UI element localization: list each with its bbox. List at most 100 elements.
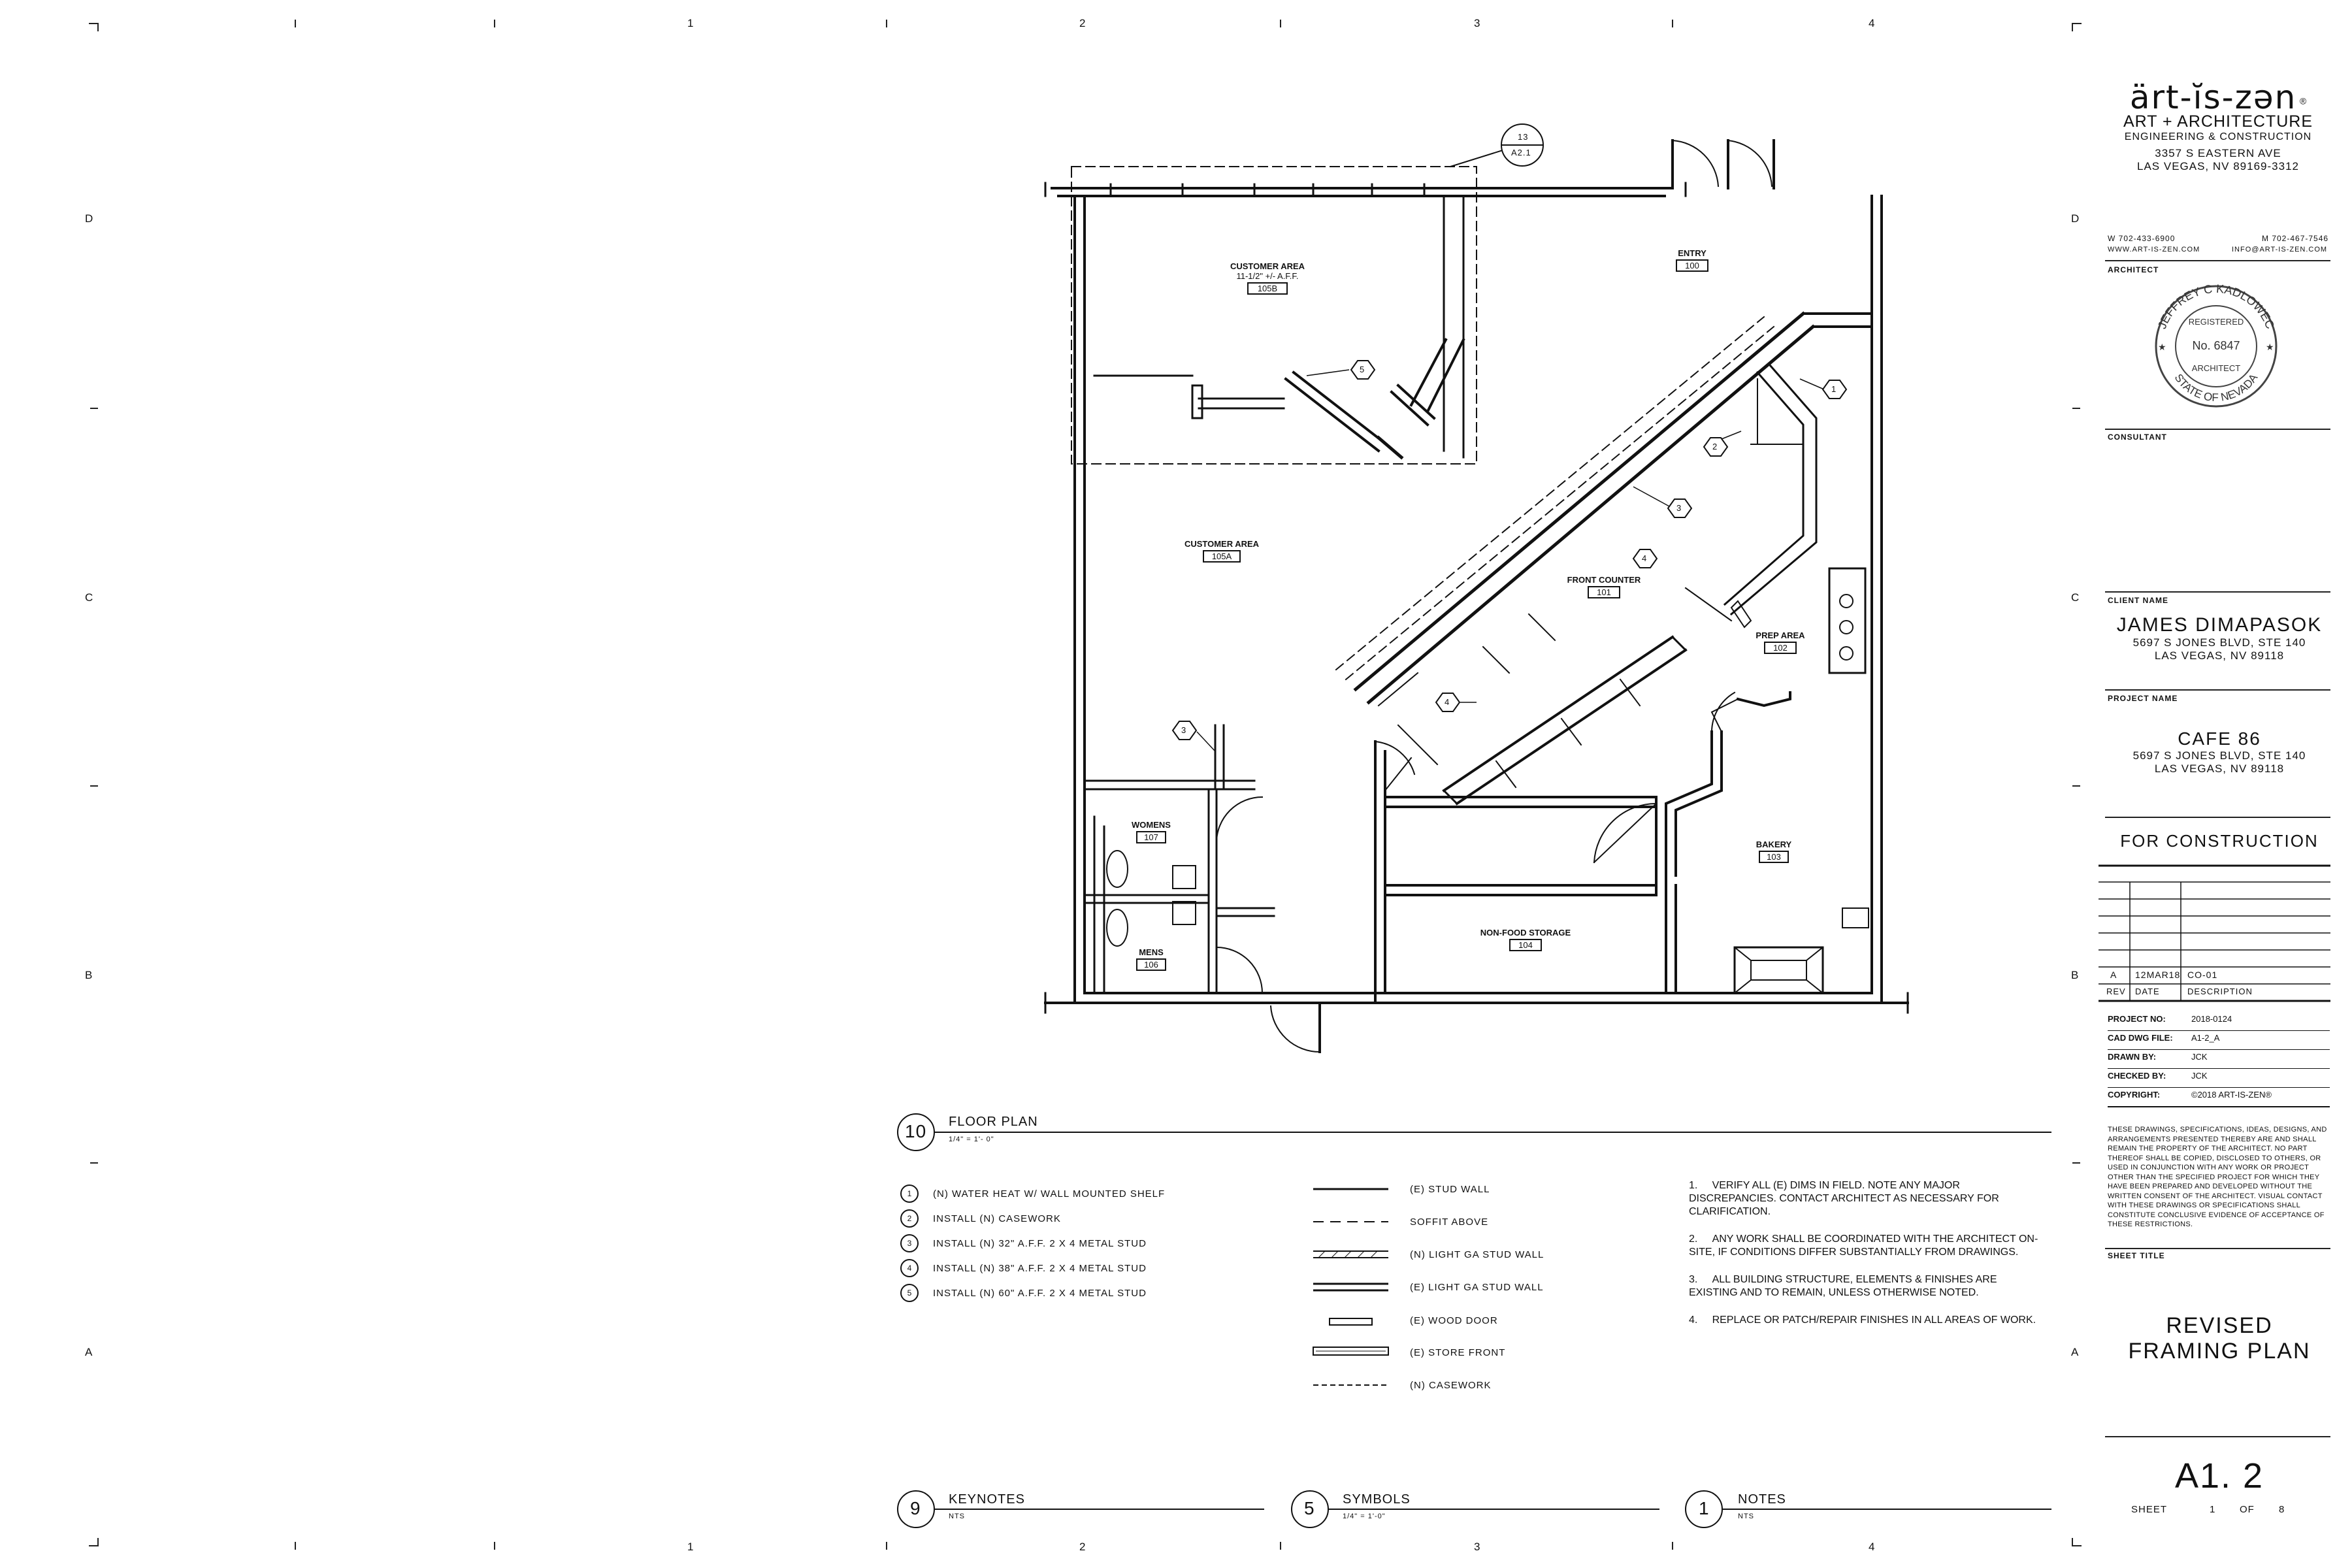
client-block: JAMES DIMAPASOK 5697 S JONES BLVD, STE 1… <box>2105 614 2334 662</box>
info-label: DRAWN BY: <box>2108 1052 2157 1062</box>
firm-address-2: LAS VEGAS, NV 89169-3312 <box>2137 160 2299 172</box>
info-value: JCK <box>2191 1071 2208 1081</box>
note-item: 2. ANY WORK SHALL BE COORDINATED WITH TH… <box>1689 1233 2042 1259</box>
keynote-number: 1 <box>900 1184 919 1203</box>
project-block: CAFE 86 5697 S JONES BLVD, STE 140 LAS V… <box>2105 728 2334 776</box>
keynote-item: 3 INSTALL (N) 32" A.F.F. 2 X 4 METAL STU… <box>900 1231 1165 1256</box>
divider <box>2105 260 2330 261</box>
section-ref-number: 13 <box>1518 132 1529 142</box>
info-value: ©2018 ART-IS-ZEN® <box>2191 1090 2272 1100</box>
hex-tag-label: 4 <box>1642 553 1648 563</box>
note-item: 1. VERIFY ALL (E) DIMS IN FIELD. NOTE AN… <box>1689 1179 2042 1218</box>
firm-email: INFO@ART-IS-ZEN.COM <box>2232 246 2328 253</box>
architect-label: ARCHITECT <box>2108 265 2159 274</box>
grid-top-4: 4 <box>1869 17 1876 29</box>
room-104: NON-FOOD STORAGE 104 <box>1457 928 1594 951</box>
hex-tag-label: 1 <box>1831 384 1837 394</box>
room-name: BAKERY <box>1756 840 1792 849</box>
exterior-wall-left <box>1073 195 1086 1004</box>
firm-phone-m: M 702-467-7546 <box>2262 234 2329 243</box>
firm-logo: ärt-ĭs-zən <box>2129 78 2297 116</box>
hex-tag <box>1435 693 1461 712</box>
room-tag: 102 <box>1764 642 1797 654</box>
sheet-total: 8 <box>2279 1504 2285 1515</box>
consultant-label: CONSULTANT <box>2108 433 2167 442</box>
room-tag: 105A <box>1202 550 1241 563</box>
note-text: ALL BUILDING STRUCTURE, ELEMENTS & FINIS… <box>1689 1274 1997 1298</box>
hex-tag <box>1350 360 1376 380</box>
revision-letter: A <box>2110 970 2117 980</box>
grid-right-c: C <box>2071 591 2080 604</box>
hex-tag <box>1821 380 1848 399</box>
revision-header-date: DATE <box>2135 987 2160 996</box>
keynote-number: 2 <box>900 1209 919 1228</box>
grid-bottom-3: 3 <box>1474 1541 1481 1553</box>
room-name: PREP AREA <box>1756 630 1805 640</box>
note-number: 2. <box>1689 1233 1698 1245</box>
floor-plan-view-number: 10 <box>905 1121 927 1141</box>
firm-logo-registered: ® <box>2299 95 2307 106</box>
note-item: 4. REPLACE OR PATCH/REPAIR FINISHES IN A… <box>1689 1314 2042 1327</box>
firm-address-1: 3357 S EASTERN AVE <box>2155 147 2281 159</box>
room-tag: 106 <box>1136 958 1166 971</box>
seal-number: No. 6847 <box>2192 339 2240 352</box>
seal-architect: ARCHITECT <box>2192 363 2240 373</box>
firm-logo-block: ärt-ĭs-zən ® ART + ARCHITECTURE ENGINEER… <box>2100 78 2336 173</box>
keynote-item: 1 (N) WATER HEAT W/ WALL MOUNTED SHELF <box>900 1181 1165 1206</box>
room-tag: 103 <box>1759 851 1789 863</box>
info-label: COPYRIGHT: <box>2108 1090 2161 1100</box>
info-row: DRAWN BY: JCK <box>2108 1050 2330 1069</box>
revision-description: CO-01 <box>2187 970 2218 980</box>
room-name: CUSTOMER AREA <box>1184 539 1260 549</box>
notes-view-scale: NTS <box>1738 1512 1754 1520</box>
keynote-text: INSTALL (N) 38" A.F.F. 2 X 4 METAL STUD <box>933 1262 1147 1274</box>
sheet-number: A1. 2 <box>2174 1456 2264 1495</box>
divider <box>2105 817 2330 818</box>
keynote-number: 3 <box>900 1234 919 1252</box>
project-address-1: 5697 S JONES BLVD, STE 140 <box>2132 749 2306 762</box>
project-name: CAFE 86 <box>2178 728 2261 749</box>
info-value: A1-2_A <box>2191 1033 2220 1043</box>
room-103: BAKERY 103 <box>1738 840 1810 863</box>
symbol-label-wood-door: (E) WOOD DOOR <box>1410 1315 1498 1326</box>
hex-tag-label: 5 <box>1360 365 1365 374</box>
grid-left-b: B <box>85 969 93 981</box>
symbol-label-new-light-ga: (N) LIGHT GA STUD WALL <box>1410 1249 1544 1260</box>
sheet-title-label: SHEET TITLE <box>2108 1251 2165 1260</box>
project-address-2: LAS VEGAS, NV 89118 <box>2154 762 2285 775</box>
grid-top-2: 2 <box>1079 17 1086 29</box>
keynotes-view-title: KEYNOTES <box>949 1492 1025 1507</box>
room-name: MENS <box>1139 947 1164 957</box>
grid-top-1: 1 <box>687 17 694 29</box>
note-text: ANY WORK SHALL BE COORDINATED WITH THE A… <box>1689 1233 2038 1258</box>
keynotes-view-number: 9 <box>910 1498 921 1518</box>
firm-phone-w: W 702-433-6900 <box>2108 234 2176 243</box>
floor-plan-view-title: FLOOR PLAN <box>949 1115 1038 1129</box>
client-name: JAMES DIMAPASOK <box>2116 614 2323 636</box>
divider <box>2105 1248 2330 1249</box>
info-value: JCK <box>2191 1052 2208 1062</box>
symbol-label-store-front: (E) STORE FRONT <box>1410 1347 1506 1358</box>
keynote-item: 5 INSTALL (N) 60" A.F.F. 2 X 4 METAL STU… <box>900 1281 1165 1305</box>
sheet-title-line-1: REVISED <box>2166 1313 2273 1338</box>
room-107: WOMENS 107 <box>1119 820 1184 843</box>
room-105b: CUSTOMER AREA 11-1/2" +/- A.F.F. 105B <box>1202 261 1333 295</box>
star-icon: ★ <box>2158 342 2166 353</box>
note-number: 1. <box>1689 1180 1698 1191</box>
divider <box>2105 689 2330 691</box>
hex-tag-label: 3 <box>1181 725 1187 735</box>
project-info: PROJECT NO: 2018-0124 CAD DWG FILE: A1-2… <box>2108 1014 2330 1107</box>
sheet-title-line-2: FRAMING PLAN <box>2128 1339 2311 1364</box>
sheet-label: SHEET <box>2131 1504 2168 1515</box>
grid-left-d: D <box>85 212 94 225</box>
room-102: PREP AREA 102 <box>1738 630 1823 654</box>
note-number: 3. <box>1689 1274 1698 1285</box>
room-name: FRONT COUNTER <box>1567 575 1641 585</box>
hex-tag-label: 4 <box>1445 697 1450 707</box>
keynote-number: 4 <box>900 1259 919 1277</box>
keynote-text: INSTALL (N) CASEWORK <box>933 1213 1061 1224</box>
project-label: PROJECT NAME <box>2108 694 2178 703</box>
